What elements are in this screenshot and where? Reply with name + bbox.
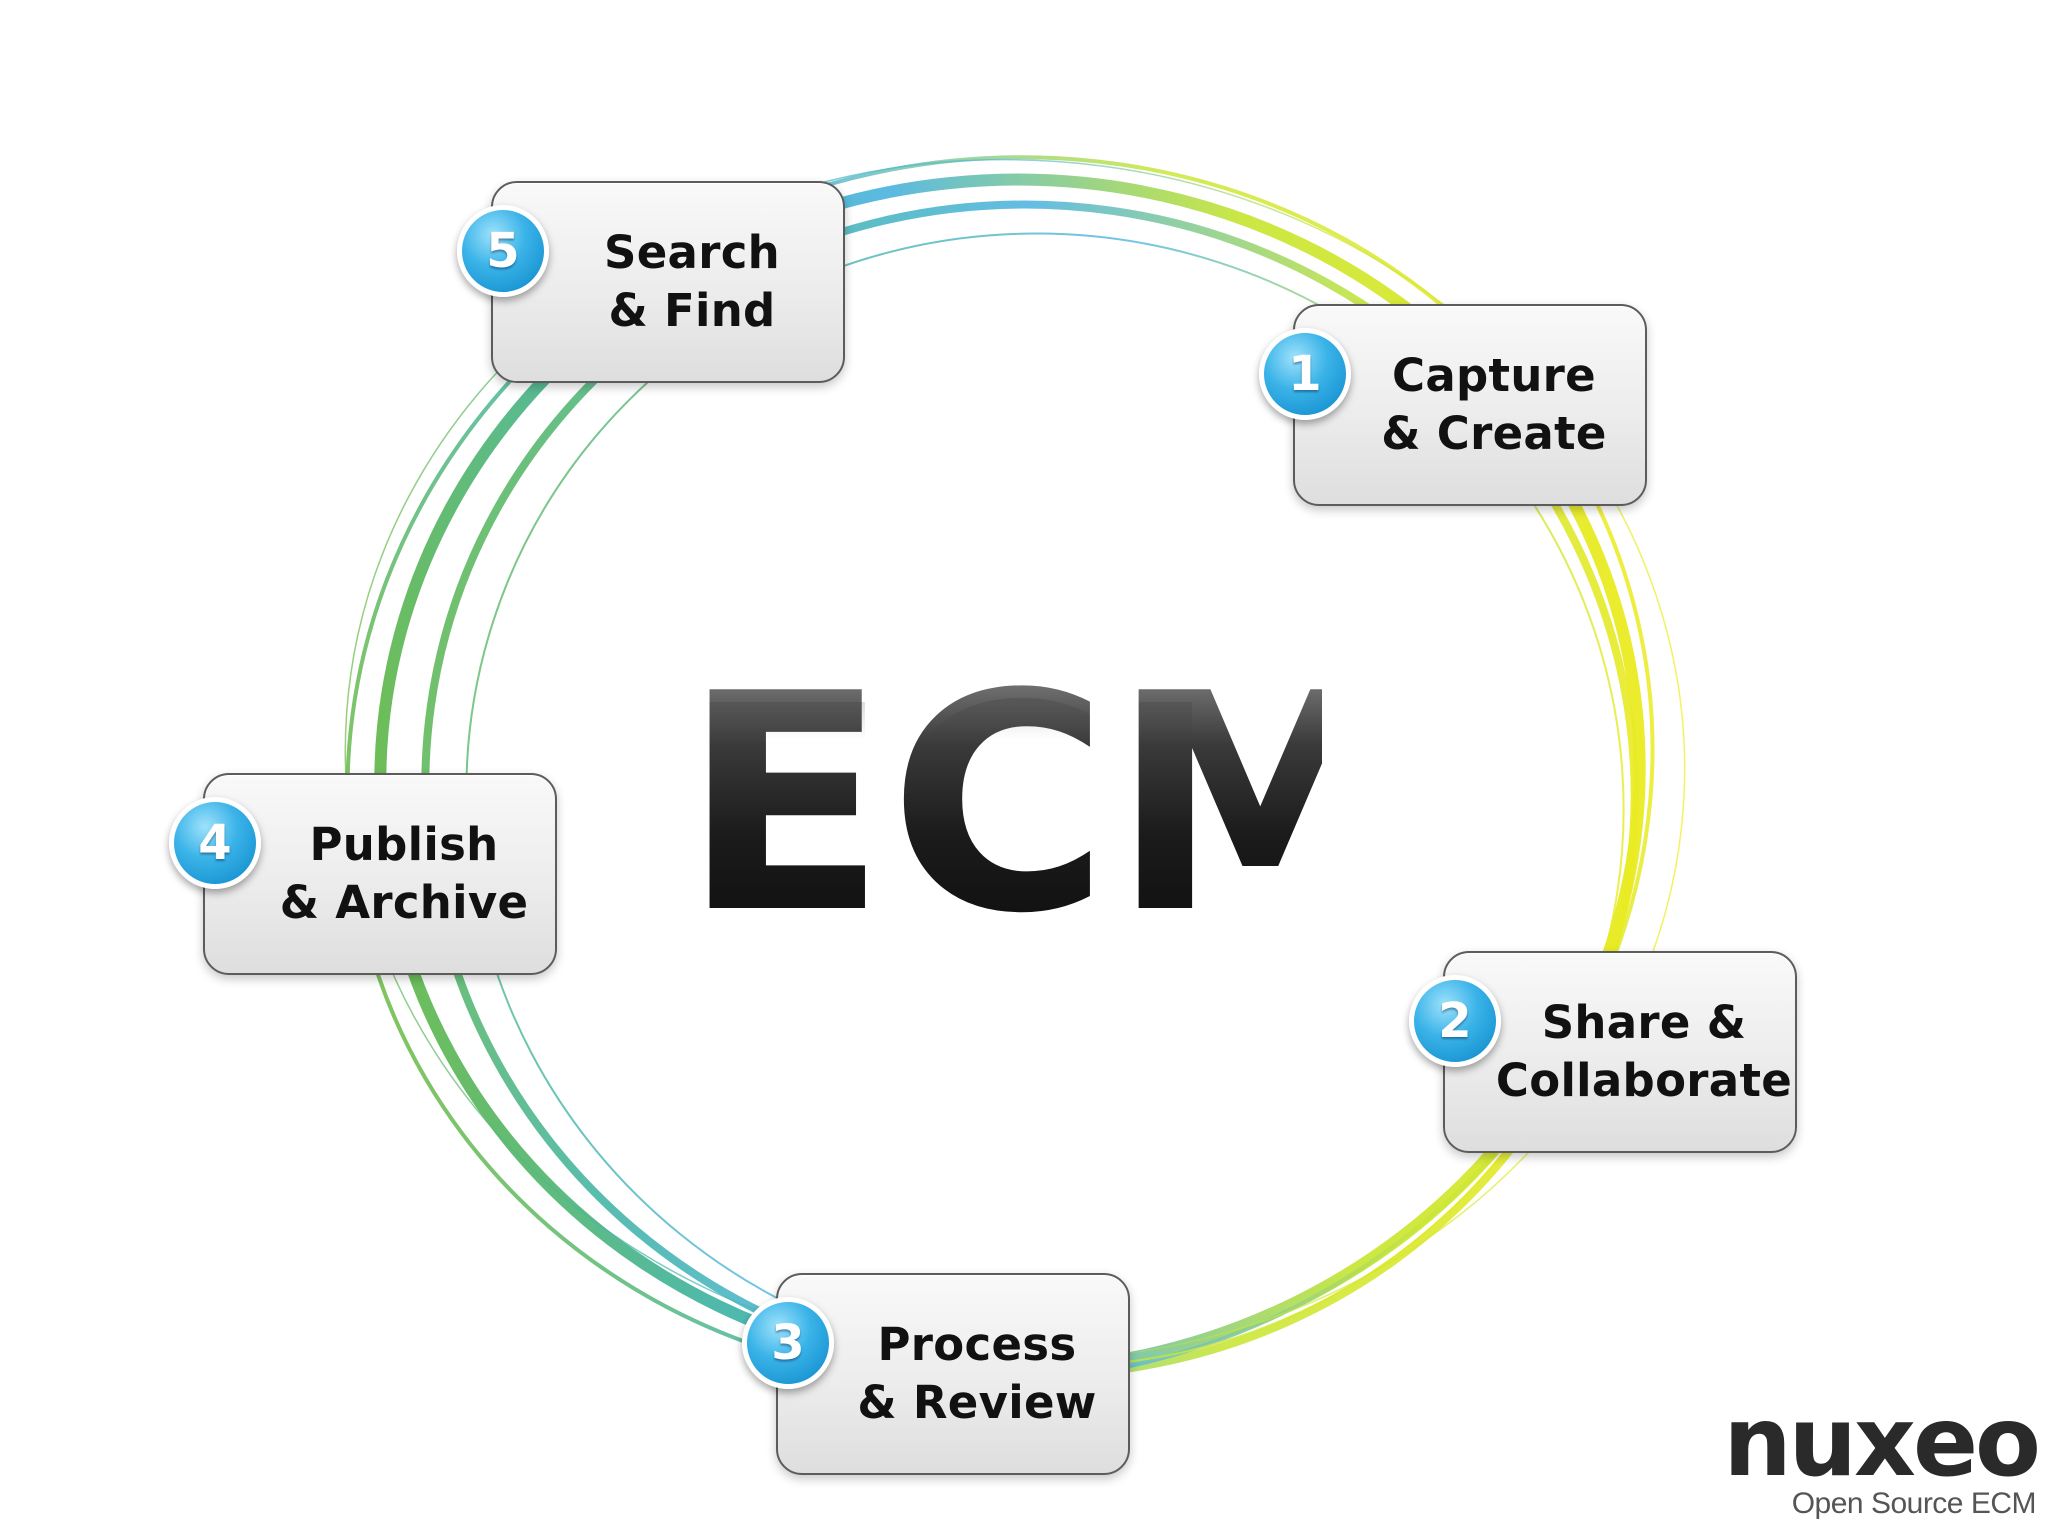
step-card-publish-archive: 4 Publish & Archive (169, 773, 557, 975)
step-label: Search & Find (551, 183, 833, 381)
step-badge: 2 (1409, 975, 1501, 1067)
step-label-line1: Process (877, 1318, 1077, 1371)
step-label: Publish & Archive (263, 775, 545, 973)
step-label-line1: Search (604, 226, 780, 279)
ecm-title: ECM (682, 630, 1412, 979)
step-label-line1: Capture (1392, 349, 1596, 402)
step-label-line2: & Review (857, 1376, 1097, 1429)
step-label: Process & Review (836, 1275, 1118, 1473)
step-label: Capture & Create (1353, 306, 1635, 504)
step-card-search-find: 5 Search & Find (457, 181, 845, 383)
step-badge: 1 (1259, 328, 1351, 420)
step-label-line1: Publish (309, 818, 499, 871)
step-label-line1: Share & (1541, 996, 1747, 1049)
step-label-line2: & Create (1381, 407, 1607, 460)
step-card-share-collaborate: 2 Share & Collaborate (1409, 951, 1797, 1153)
step-card-capture-create: 1 Capture & Create (1259, 304, 1647, 506)
logo-tagline: Open Source ECM (1791, 1487, 2037, 1520)
nuxeo-logo: nuxeo Open Source ECM (1708, 1386, 2041, 1522)
step-label: Share & Collaborate (1496, 953, 1792, 1151)
logo-wordmark: nuxeo (1723, 1386, 2041, 1498)
step-badge: 4 (169, 797, 261, 889)
ecm-title-reflection: ECM (682, 631, 1412, 980)
step-label-line2: & Find (608, 284, 776, 337)
step-badge: 3 (742, 1297, 834, 1389)
step-label-line2: Collaborate (1495, 1054, 1793, 1107)
step-label-line2: & Archive (279, 876, 529, 929)
step-card-process-review: 3 Process & Review (742, 1273, 1130, 1475)
step-badge: 5 (457, 205, 549, 297)
